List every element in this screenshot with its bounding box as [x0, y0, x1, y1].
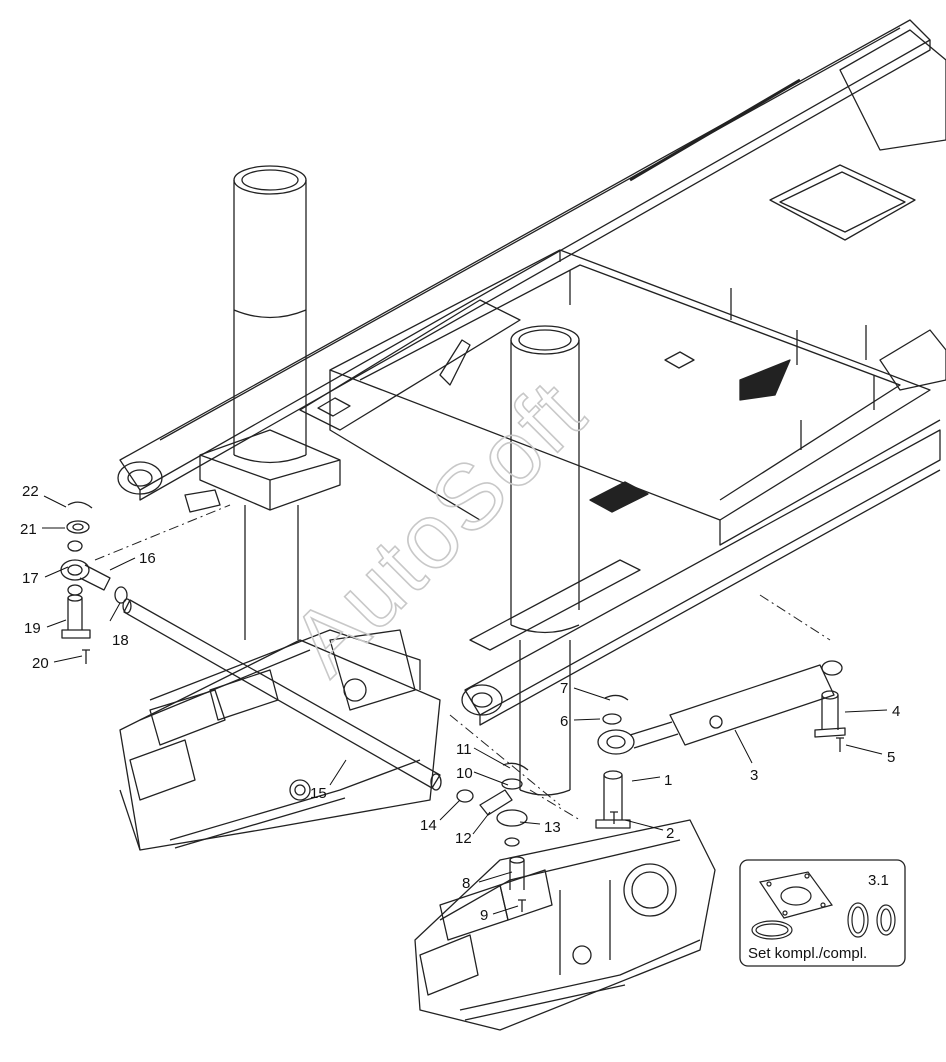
callout-7: 7 — [560, 680, 568, 697]
o-ring-small-icon — [847, 902, 869, 938]
callout-4: 4 — [892, 703, 900, 720]
o-ring-large-icon — [751, 920, 793, 940]
callout-15: 15 — [310, 785, 327, 802]
callout-11: 11 — [456, 741, 472, 758]
pin-8 — [509, 856, 525, 890]
eye-bushing-12 — [479, 789, 513, 816]
callout-10: 10 — [456, 765, 473, 782]
rear-crawler-track — [119, 629, 441, 851]
callout-1: 1 — [664, 772, 672, 789]
callout-18: 18 — [112, 632, 129, 649]
callout-12: 12 — [455, 830, 472, 847]
seal-kit-box: 3.1 Set kompl./compl. — [739, 859, 906, 967]
front-crawler-track — [414, 819, 716, 1031]
bolts — [82, 649, 844, 912]
split-pins — [67, 501, 629, 771]
callout-22: 22 — [22, 483, 39, 500]
pin-1 — [595, 770, 631, 829]
pin-19 — [61, 594, 91, 639]
eye-bushing-16 — [60, 559, 111, 591]
pin-4 — [814, 690, 846, 738]
callout-8: 8 — [462, 875, 470, 892]
flange-seal-icon — [759, 871, 833, 919]
assembly-centerlines — [94, 504, 831, 821]
washers — [66, 520, 622, 847]
axle-shaft — [122, 598, 442, 791]
rear-column — [199, 165, 341, 640]
callout-2: 2 — [666, 825, 674, 842]
callout-16: 16 — [139, 550, 156, 567]
hydraulic-cylinder — [597, 660, 843, 755]
kit-number: 3.1 — [868, 872, 889, 889]
callout-labels: 1 2 3 4 5 6 7 8 9 10 11 12 13 14 15 16 1… — [20, 483, 900, 924]
kit-caption: Set kompl./compl. — [748, 945, 867, 962]
callout-6: 6 — [560, 713, 568, 730]
callout-5: 5 — [887, 749, 895, 766]
callout-21: 21 — [20, 521, 37, 538]
callout-leaders — [42, 495, 888, 915]
chassis-frame — [117, 19, 946, 726]
callout-3: 3 — [750, 767, 758, 784]
callout-13: 13 — [544, 819, 561, 836]
callout-19: 19 — [24, 620, 41, 637]
callout-20: 20 — [32, 655, 49, 672]
callout-9: 9 — [480, 907, 488, 924]
front-column — [510, 325, 580, 796]
callout-17: 17 — [22, 570, 39, 587]
callout-14: 14 — [420, 817, 437, 834]
